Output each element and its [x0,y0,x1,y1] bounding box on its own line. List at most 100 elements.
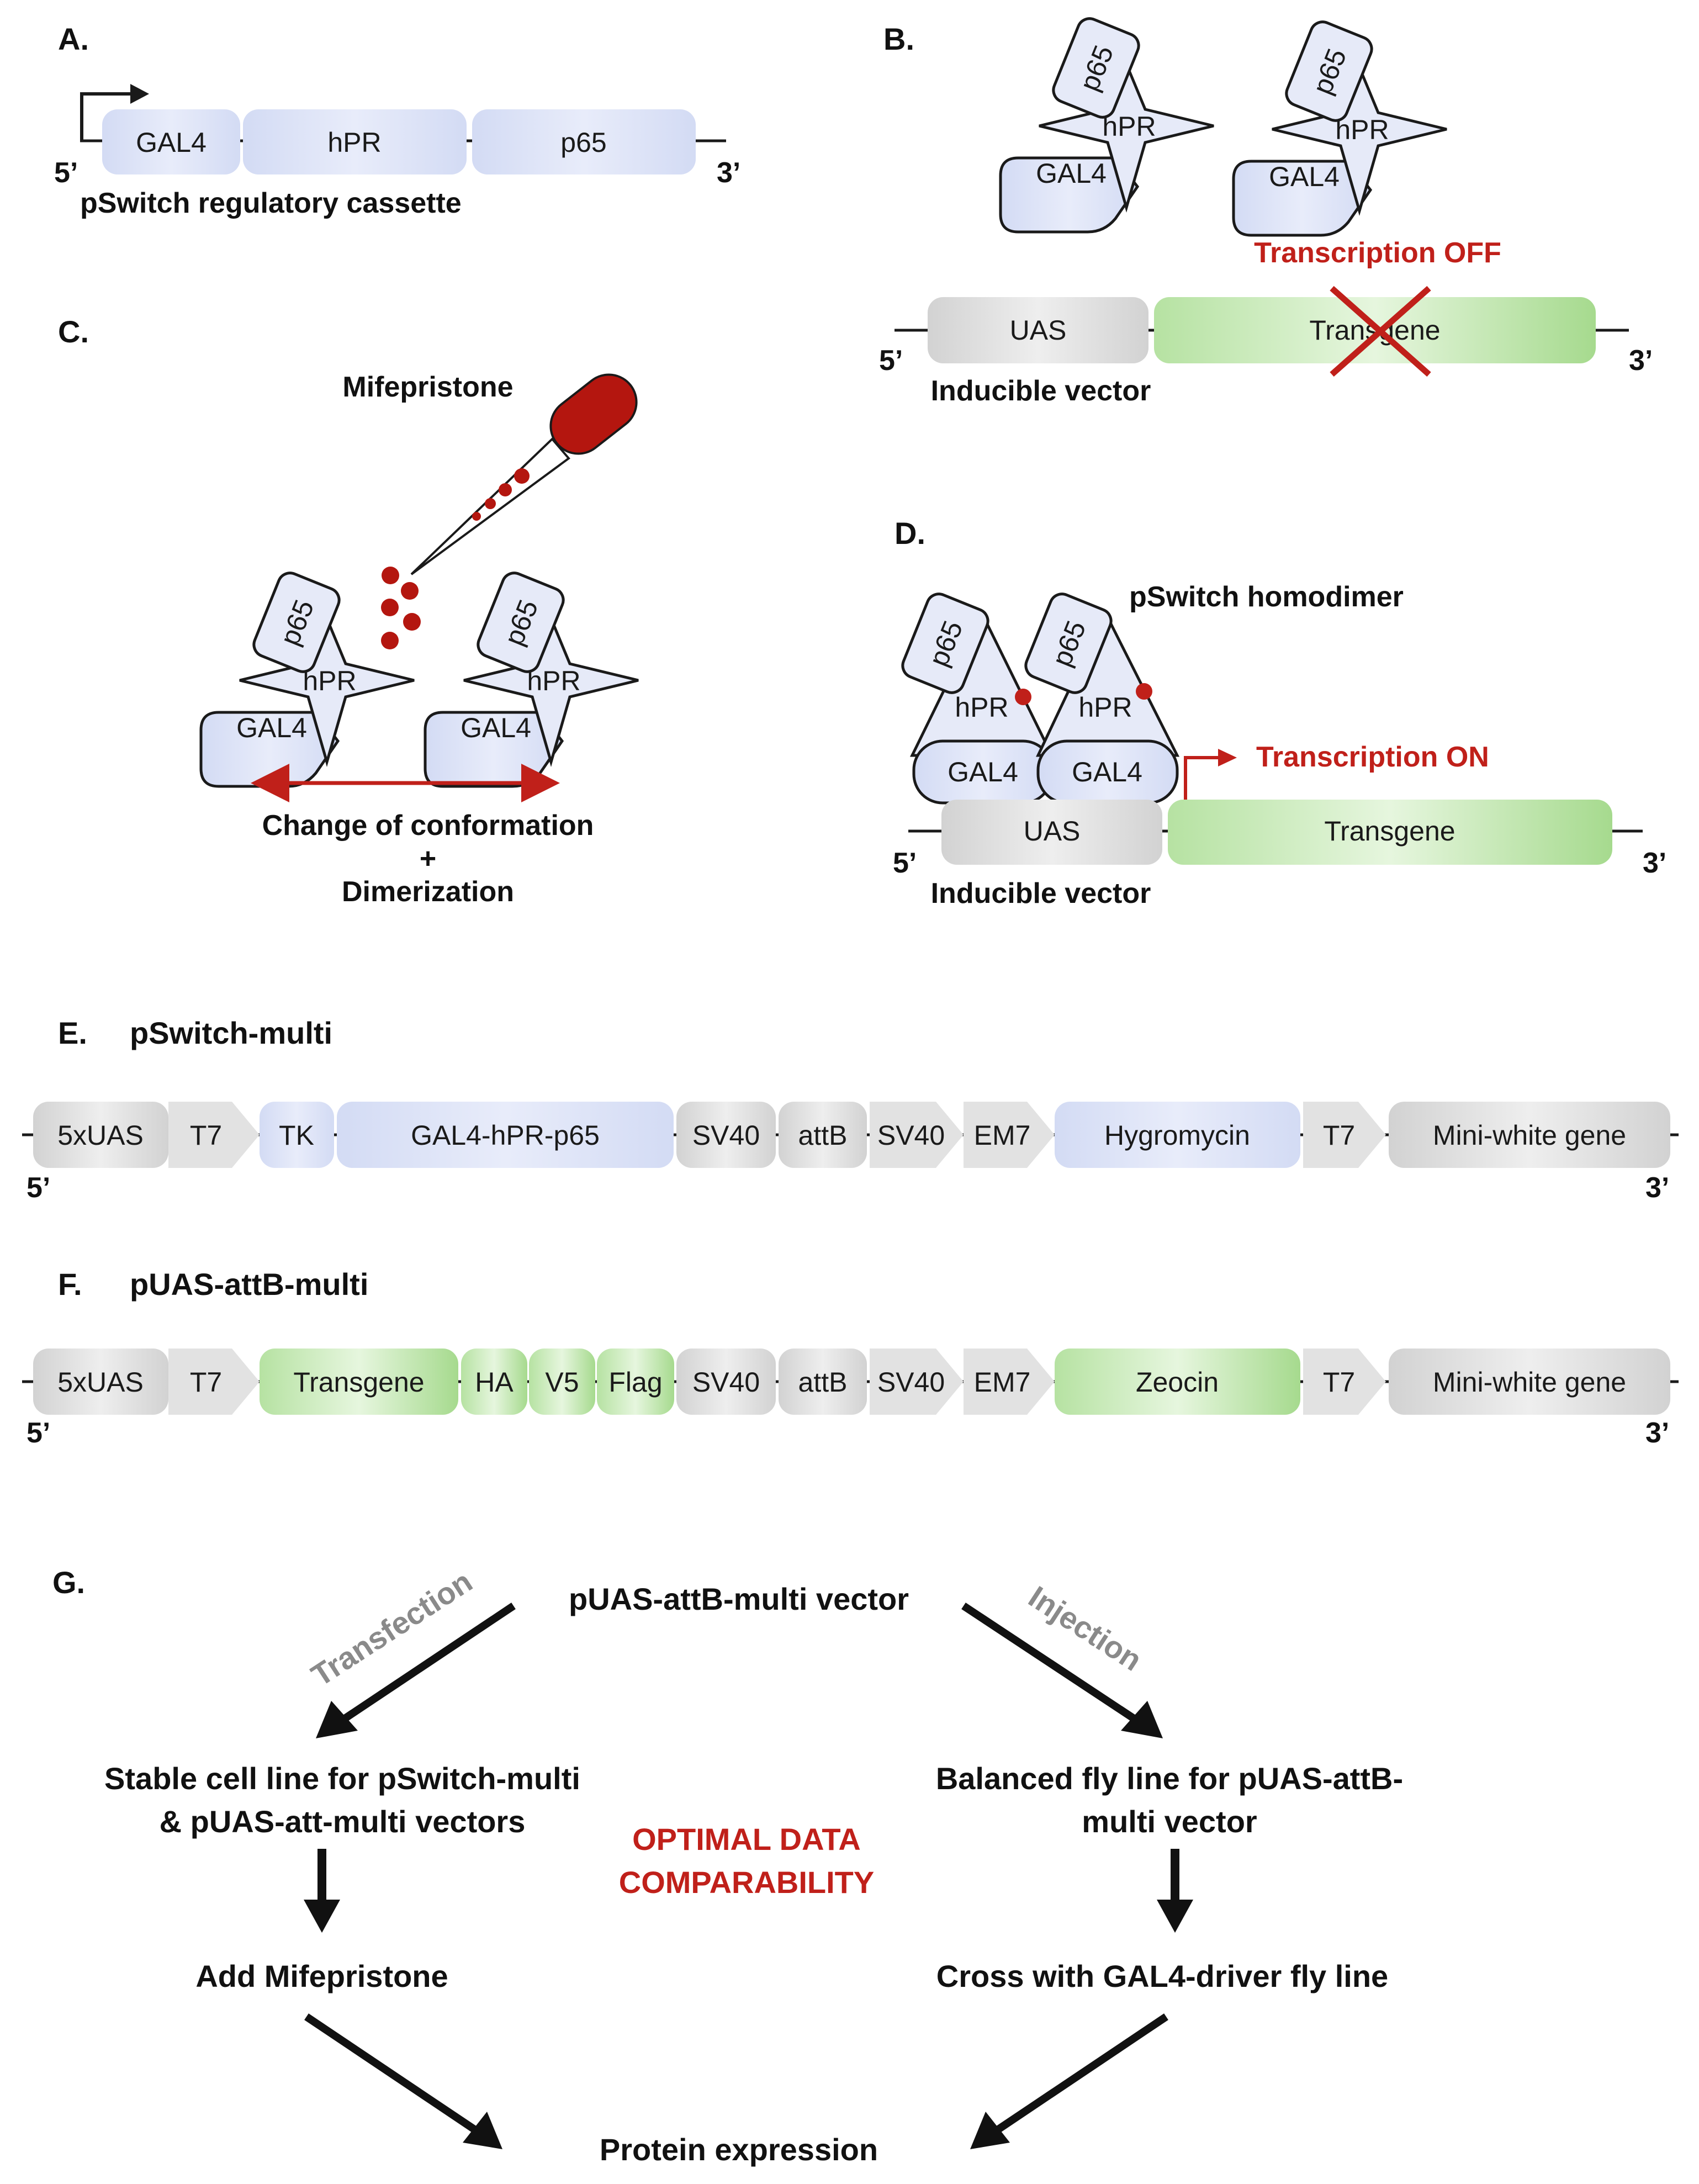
fly-line-node-line2: multi vector [1082,1804,1257,1839]
panel-c: C. Mifepristone p65 hPR GAL4 [58,314,648,908]
e-label-7: EM7 [974,1120,1031,1151]
e-label-5: attB [798,1120,848,1151]
hpr-label: hPR [327,127,381,158]
f-label-9: EM7 [974,1367,1031,1398]
gal4-label: GAL4 [1269,161,1340,192]
hpr-label: hPR [527,665,580,696]
inducible-vector-caption: Inducible vector [931,877,1151,909]
e-attb [779,1102,867,1168]
gal4-label: GAL4 [1072,757,1142,787]
e-sv40-arrow [870,1102,964,1168]
panel-e-letter: E. [58,1016,87,1050]
f-label-4: V5 [545,1367,579,1398]
panel-f: F. pUAS-attB-multi 5xUAS T7 Transgene HA… [22,1267,1679,1449]
panel-g: G. pUAS-attB-multi vector Transfection I… [52,1564,1403,2167]
hpr-label: hPR [1335,114,1389,145]
e-label-2: TK [279,1120,314,1151]
panel-b: B. p65 hPR GAL4 p65 hPR GAL4 Transcripti… [879,17,1653,407]
pswitch-dimer-subunit-1: p65 hPR GAL4 [901,593,1055,805]
five-prime-label: 5’ [893,847,917,879]
f-t7-arrow [168,1349,260,1415]
f-flag [597,1349,674,1415]
three-prime-label: 3’ [717,157,740,189]
five-prime-label: 5’ [27,1417,50,1449]
e-5xuas [33,1102,168,1168]
gal4-block [102,109,240,174]
f-label-12: Mini-white gene [1433,1367,1626,1398]
hpr-label: hPR [1078,692,1132,723]
f-em7-arrow [964,1349,1055,1415]
pswitch-monomer-2: p65 hPR GAL4 [1234,20,1447,235]
f-label-8: SV40 [877,1367,945,1398]
e-label-10: Mini-white gene [1433,1120,1626,1151]
transcription-off-label: Transcription OFF [1254,237,1501,269]
panel-g-letter: G. [52,1565,85,1600]
f-label-0: 5xUAS [57,1367,144,1398]
pswitch-monomer-2: p65 hPR GAL4 [425,572,638,786]
three-prime-label: 3’ [1645,1417,1669,1449]
f-sv40-arrow [870,1349,964,1415]
converge-arrow-left [304,2013,478,2134]
f-attb [779,1349,867,1415]
e-em7-arrow [964,1102,1055,1168]
pswitch-monomer-1: p65 hPR GAL4 [201,572,414,786]
blocked-cross-icon [1330,285,1431,377]
five-prime-label: 5’ [27,1172,50,1204]
three-prime-label: 3’ [1629,345,1653,377]
cell-line-node-line1: Stable cell line for pSwitch-multi [104,1761,580,1796]
e-label-3: GAL4-hPR-p65 [411,1120,600,1151]
panel-f-letter: F. [58,1267,82,1302]
dimerization-caption: Dimerization [342,876,514,908]
cross-node: Cross with GAL4-driver fly line [936,1959,1388,1993]
injection-arrow [961,1603,1139,1723]
f-label-1: T7 [190,1367,222,1398]
down-arrow-left [304,1900,340,1933]
f-label-2: Transgene [293,1367,424,1398]
pipette-icon [410,373,638,575]
f-t7-arrow-2 [1303,1349,1386,1415]
five-prime-label: 5’ [879,345,903,377]
p65-label: p65 [560,127,606,158]
add-mifepristone-node: Add Mifepristone [195,1959,448,1993]
five-prime-label: 5’ [54,157,78,189]
f-label-10: Zeocin [1136,1367,1219,1398]
f-mini-white [1389,1349,1670,1415]
panel-b-letter: B. [883,22,914,56]
ligand-dot [1015,689,1031,705]
transgene-label: Transgene [1324,816,1455,847]
fly-line-node-line1: Balanced fly line for pUAS-attB- [936,1761,1403,1796]
comparability-line2: COMPARABILITY [619,1865,875,1900]
down-arrow-right [1157,1900,1193,1933]
transcription-start-arrow [1184,756,1220,800]
pswitch-monomer-1: p65 hPR GAL4 [1001,17,1214,232]
gal4-label: GAL4 [236,712,307,743]
f-label-6: SV40 [692,1367,760,1398]
e-label-9: T7 [1323,1120,1355,1151]
panel-a: A. GAL4 hPR p65 5’ 3’ pSwitch regulatory… [54,22,740,219]
e-t7-arrow [168,1102,260,1168]
injection-label: Injection [1023,1579,1148,1678]
inducible-vector-caption: Inducible vector [931,375,1151,407]
hpr-label: hPR [303,665,356,696]
transgene-block [1168,800,1612,865]
e-hygromycin [1055,1102,1300,1168]
gal4-label: GAL4 [948,757,1018,787]
mifepristone-label: Mifepristone [342,371,513,403]
uas-label: UAS [1024,816,1081,847]
panel-e: E. pSwitch-multi 5xUAS T7 TK GAL4-hPR-p6… [22,1016,1679,1204]
transfection-label: Transfection [305,1564,479,1693]
gal4-label: GAL4 [1036,158,1107,189]
panel-c-letter: C. [58,314,89,349]
comparability-line1: OPTIMAL DATA [632,1822,861,1857]
cell-line-node-line2: & pUAS-att-multi vectors [160,1804,526,1839]
cassette-caption: pSwitch regulatory cassette [80,187,462,219]
gal4-label: GAL4 [461,712,531,743]
e-gal4-hpr-p65 [337,1102,674,1168]
hpr-block [243,109,467,174]
f-zeocin [1055,1349,1300,1415]
panel-d: D. pSwitch homodimer p65 hPR GAL4 p65 hP… [893,516,1666,909]
e-label-6: SV40 [877,1120,945,1151]
three-prime-label: 3’ [1645,1172,1669,1204]
e-label-8: Hygromycin [1104,1120,1250,1151]
